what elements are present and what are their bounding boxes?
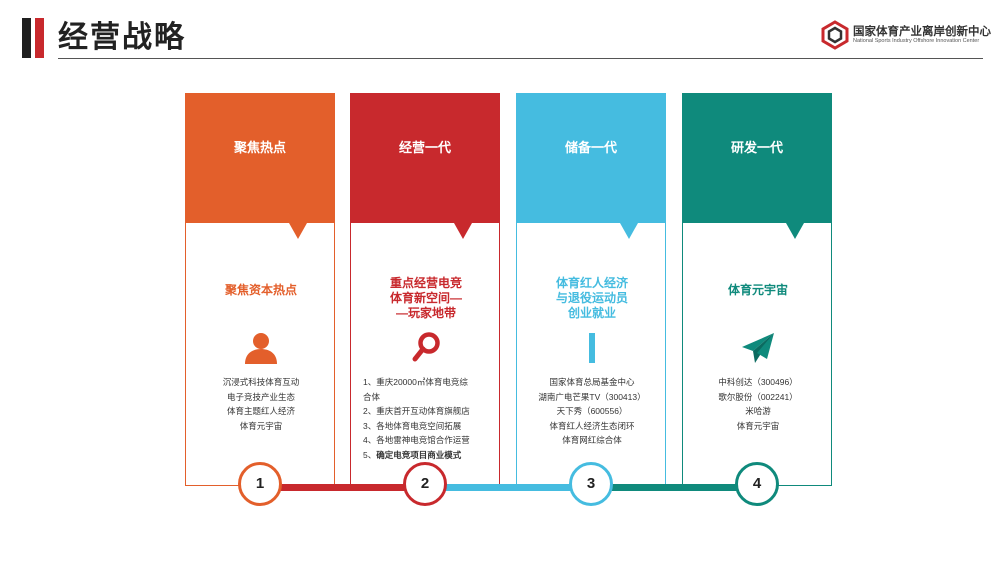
list-item: 体育网红综合体	[562, 435, 622, 445]
bar-icon	[589, 333, 595, 363]
list-item: 4、各地雷神电竞馆合作运营	[363, 435, 470, 445]
card-item-list: 沉浸式科技体育互动 电子竞技产业生态 体育主题红人经济 体育元宇宙	[186, 375, 336, 433]
search-icon	[412, 332, 440, 362]
header-accent-red	[35, 18, 44, 58]
connector-3-4	[591, 484, 757, 491]
card-notch	[289, 223, 307, 239]
list-item: 体育元宇宙	[239, 420, 283, 431]
list-item: 米哈游	[745, 406, 771, 416]
card-subtitle: 体育红人经济 与退役运动员 创业就业	[555, 276, 628, 320]
card-body: 体育元宇宙 中科创达（300496） 歌尔股份（002241） 米哈游 体育元宇…	[682, 223, 832, 486]
card-notch	[786, 223, 804, 239]
card-header-title: 储备一代	[564, 140, 617, 155]
list-item: 5、确定电竞项目商业模式	[363, 449, 462, 460]
list-item: 湖南广电芒果TV（300413）	[538, 391, 646, 402]
card-subtitle: 体育元宇宙	[727, 283, 788, 297]
logo-text-en: National Sports Industry Offshore Innova…	[853, 38, 980, 44]
card-body: 重点经营电竞 体育新空间— —玩家地带 1、重庆20000㎡体育电竞综 合体 2…	[350, 223, 500, 486]
list-item: 2、重庆首开互动体育旗舰店	[363, 406, 470, 416]
card-subtitle: 聚焦资本热点	[224, 283, 297, 297]
list-item: 体育元宇宙	[736, 420, 780, 431]
strategy-card-3: 储备一代 体育红人经济 与退役运动员 创业就业 国家体育总局基金中心 湖南广电芒…	[516, 93, 666, 486]
card-body: 聚焦资本热点 沉浸式科技体育互动 电子竞技产业生态 体育主题红人经济 体育元宇宙	[185, 223, 335, 486]
list-item: 天下秀（600556）	[556, 406, 628, 416]
card-item-list: 国家体育总局基金中心 湖南广电芒果TV（300413） 天下秀（600556） …	[517, 375, 667, 448]
header-divider	[58, 58, 983, 59]
connector-2-3	[425, 484, 591, 491]
list-item: 合体	[363, 391, 381, 402]
list-item: 国家体育总局基金中心	[549, 377, 635, 387]
list-item: 体育红人经济生态闭环	[549, 420, 635, 431]
paper-plane-icon	[742, 333, 774, 363]
card-item-list: 1、重庆20000㎡体育电竞综 合体 2、重庆首开互动体育旗舰店 3、各地体育电…	[363, 375, 497, 462]
card-header-title: 经营一代	[398, 140, 451, 155]
card-header: 经营一代	[350, 93, 500, 223]
card-header: 储备一代	[516, 93, 666, 223]
list-item: 沉浸式科技体育互动	[222, 377, 300, 387]
step-number-3: 3	[569, 462, 613, 506]
logo-mark-icon	[821, 20, 849, 50]
strategy-card-2: 经营一代 重点经营电竞 体育新空间— —玩家地带 1、重庆20000㎡体育电竞综…	[350, 93, 500, 486]
card-header: 研发一代	[682, 93, 832, 223]
list-item: 中科创达（300496）	[718, 377, 798, 387]
list-item: 1、重庆20000㎡体育电竞综	[363, 377, 468, 387]
list-item: 体育主题红人经济	[226, 406, 295, 416]
page-title: 经营战略	[58, 21, 186, 54]
card-subtitle: 重点经营电竞 体育新空间— —玩家地带	[389, 276, 462, 320]
user-icon	[245, 333, 277, 364]
card-notch	[620, 223, 638, 239]
step-number-1: 1	[238, 462, 282, 506]
logo: 国家体育产业离岸创新中心 National Sports Industry Of…	[820, 20, 991, 50]
card-header-title: 研发一代	[730, 140, 783, 155]
card-item-list: 中科创达（300496） 歌尔股份（002241） 米哈游 体育元宇宙	[683, 375, 833, 433]
list-item: 3、各地体育电竞空间拓展	[363, 420, 462, 431]
card-header: 聚焦热点	[185, 93, 335, 223]
list-item: 电子竞技产业生态	[226, 391, 295, 402]
card-body: 体育红人经济 与退役运动员 创业就业 国家体育总局基金中心 湖南广电芒果TV（3…	[516, 223, 666, 486]
strategy-card-1: 聚焦热点 聚焦资本热点 沉浸式科技体育互动 电子竞技产业生态 体育主题红人经济 …	[185, 93, 335, 486]
step-number-2: 2	[403, 462, 447, 506]
logo-text-cn: 国家体育产业离岸创新中心	[853, 26, 991, 38]
card-notch	[454, 223, 472, 239]
connector-1-2	[260, 484, 425, 491]
card-header-title: 聚焦热点	[233, 140, 286, 155]
header-accent-dark	[22, 18, 31, 58]
step-number-4: 4	[735, 462, 779, 506]
list-item: 歌尔股份（002241）	[718, 391, 798, 402]
strategy-card-4: 研发一代 体育元宇宙 中科创达（300496） 歌尔股份（002241） 米哈游…	[682, 93, 832, 486]
